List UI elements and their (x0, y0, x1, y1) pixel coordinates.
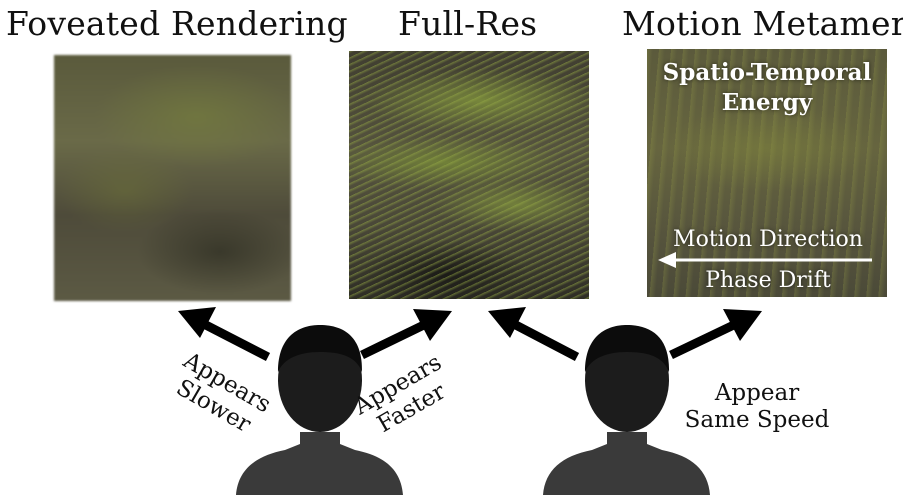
phase-drift-label: Phase Drift (705, 268, 831, 293)
arrow-to-foveated (178, 307, 271, 362)
motion-direction-label: Motion Direction (673, 227, 863, 252)
appear-same-line1: Appear (714, 380, 800, 406)
arrow-to-motion-metamer (669, 309, 762, 360)
title-full-res: Full-Res (398, 4, 538, 43)
viewer-silhouette-right (543, 325, 710, 495)
energy-line: Energy (721, 89, 813, 116)
viewer-silhouette-left (236, 325, 403, 495)
appear-same-line2: Same Speed (684, 407, 830, 433)
spatio-temporal-line: Spatio-Temporal (662, 59, 872, 86)
arrow-to-full-res-right (488, 307, 580, 361)
spatio-temporal-label: Spatio-Temporal Energy (647, 58, 887, 118)
full-res-image (349, 51, 589, 299)
motion-metamer-image (647, 49, 887, 297)
foveated-image (54, 55, 291, 301)
title-foveated-rendering: Foveated Rendering (6, 4, 348, 43)
arrow-to-full-res-left (360, 309, 452, 360)
appear-same-speed-label: Appear Same Speed (672, 380, 842, 434)
motion-direction-arrow (658, 252, 872, 268)
title-motion-metamer: Motion Metamer (622, 4, 903, 43)
